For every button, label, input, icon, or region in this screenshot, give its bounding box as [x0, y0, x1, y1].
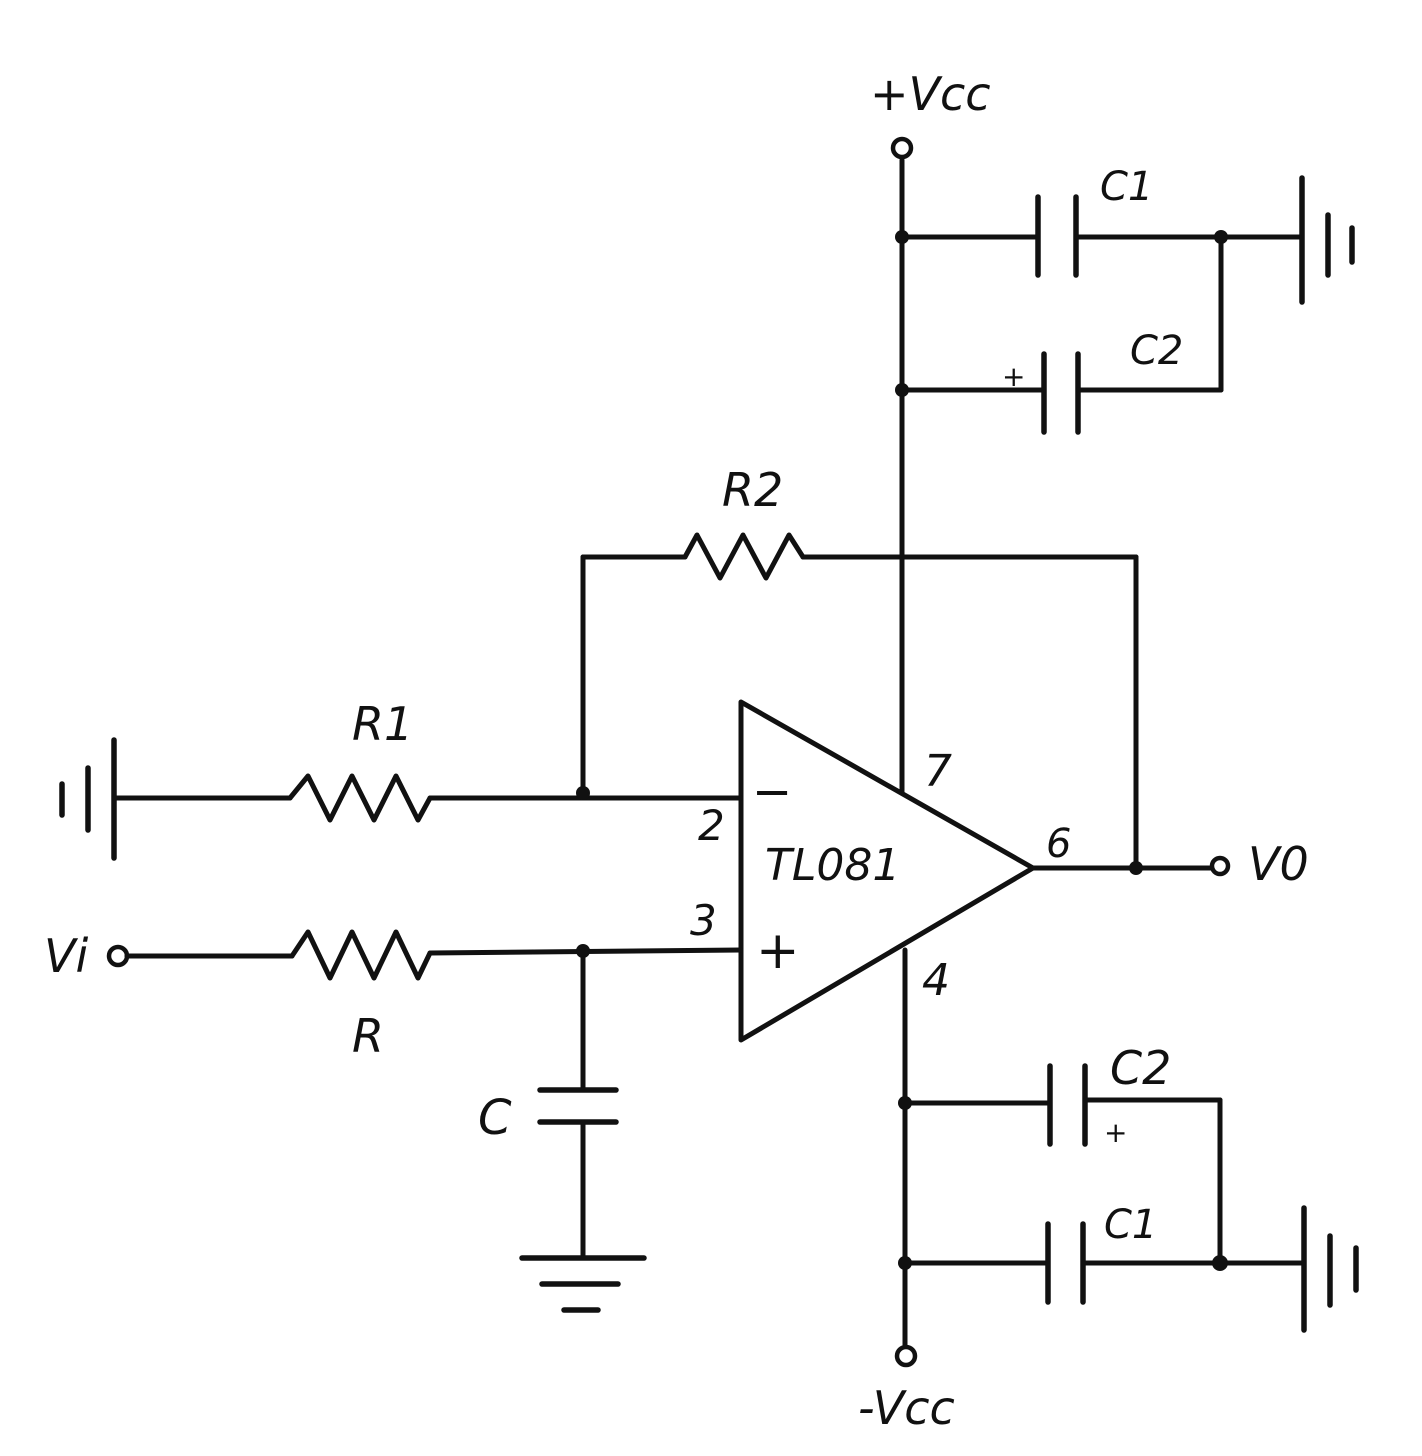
- resistor-r: [124, 929, 744, 981]
- pin-4-label: 4: [922, 955, 950, 1006]
- pin-7-label: 7: [924, 746, 952, 797]
- vcc-positive-label: +Vcc: [870, 67, 991, 121]
- capacitor-c1-top: [899, 194, 1303, 278]
- capacitor-c: [537, 948, 619, 1261]
- capacitor-c2-top: [899, 234, 1224, 435]
- output-terminal[interactable]: [1209, 855, 1231, 877]
- r2-label: R2: [722, 463, 783, 517]
- ground-icon-top-right: [1299, 175, 1355, 305]
- pin-2-label: 2: [698, 801, 725, 850]
- c2-top-polarity: +: [1002, 360, 1025, 393]
- junction-c1-c2-bottom: [1212, 1255, 1228, 1271]
- junction-vcc-c2: [895, 383, 909, 397]
- resistor-r2: [580, 532, 1139, 871]
- vcc-positive-terminal[interactable]: [890, 136, 914, 160]
- junction-vcc-c1: [895, 230, 909, 244]
- noninverting-input-sign: +: [756, 921, 800, 981]
- input-label: Vi: [44, 929, 88, 983]
- junction-vee-c2: [898, 1096, 912, 1110]
- ground-icon-bottom: [519, 1255, 647, 1313]
- c2-bottom-polarity: +: [1104, 1116, 1127, 1149]
- c1-top-label: C1: [1100, 164, 1153, 210]
- junction-output: [1129, 861, 1143, 875]
- input-terminal[interactable]: [106, 944, 130, 968]
- pin-6-label: 6: [1046, 821, 1071, 867]
- pin-3-label: 3: [690, 896, 717, 945]
- ground-icon-bottom-right: [1301, 1205, 1359, 1333]
- opamp-name: TL081: [765, 840, 900, 891]
- capacitor-c1-bottom: [902, 1221, 1305, 1305]
- inverting-input-sign: −: [752, 764, 792, 820]
- c2-bottom-label: C2: [1110, 1041, 1171, 1095]
- junction-vee-c1: [898, 1256, 912, 1270]
- vcc-negative-terminal[interactable]: [894, 1344, 918, 1368]
- junction-c1-c2-top: [1214, 230, 1228, 244]
- c1-bottom-label: C1: [1104, 1202, 1157, 1248]
- r-label: R: [352, 1009, 384, 1063]
- capacitor-c2-bottom: [902, 1063, 1223, 1266]
- vcc-negative-label: -Vcc: [858, 1381, 955, 1435]
- opamp-tl081: [738, 699, 1036, 1043]
- resistor-r1: [111, 773, 744, 823]
- r1-label: R1: [352, 697, 413, 751]
- c-label: C: [478, 1090, 512, 1146]
- junction-inverting-input: [576, 786, 590, 800]
- output-label: V0: [1248, 837, 1309, 891]
- c2-top-label: C2: [1130, 328, 1183, 374]
- ground-icon-left: [59, 737, 117, 861]
